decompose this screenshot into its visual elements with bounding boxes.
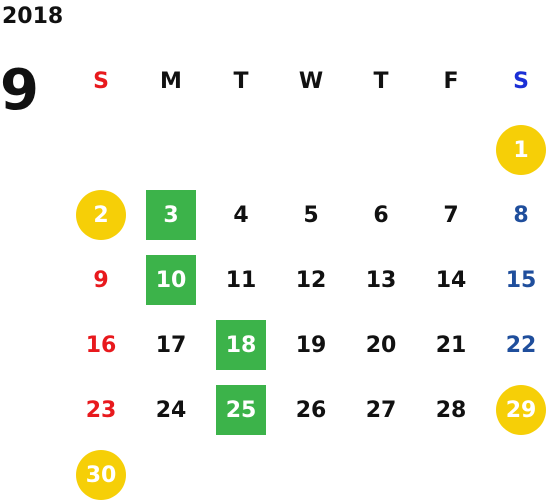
day-cell[interactable]: 28 — [435, 397, 467, 423]
day-cell[interactable]: 15 — [505, 267, 537, 293]
day-cell-event[interactable]: 10 — [146, 255, 196, 305]
day-cell[interactable]: 23 — [85, 397, 117, 423]
day-cell[interactable]: 7 — [443, 202, 459, 228]
day-cell[interactable]: 8 — [513, 202, 529, 228]
day-cell[interactable]: 20 — [365, 332, 397, 358]
weekday-saturday: S — [513, 68, 529, 94]
weekday-sunday: S — [93, 68, 109, 94]
month-label: 9 — [0, 58, 39, 123]
day-cell[interactable]: 6 — [373, 202, 389, 228]
day-cell[interactable]: 17 — [155, 332, 187, 358]
year-label: 2018 — [2, 4, 64, 29]
day-cell-event[interactable]: 3 — [146, 190, 196, 240]
weekday-wednesday: W — [298, 68, 324, 94]
day-cell-event[interactable]: 25 — [216, 385, 266, 435]
day-cell[interactable]: 16 — [85, 332, 117, 358]
day-cell[interactable]: 4 — [233, 202, 249, 228]
weekday-monday: M — [160, 68, 182, 94]
day-cell[interactable]: 5 — [303, 202, 319, 228]
day-cell-holiday[interactable]: 2 — [76, 190, 126, 240]
weekday-friday: F — [443, 68, 459, 94]
day-cell[interactable]: 27 — [365, 397, 397, 423]
day-cell[interactable]: 12 — [295, 267, 327, 293]
day-cell[interactable]: 14 — [435, 267, 467, 293]
day-cell-holiday[interactable]: 29 — [496, 385, 546, 435]
day-cell[interactable]: 26 — [295, 397, 327, 423]
day-cell[interactable]: 11 — [225, 267, 257, 293]
day-cell-holiday[interactable]: 30 — [76, 450, 126, 500]
weekday-thursday: T — [373, 68, 389, 94]
day-cell[interactable]: 19 — [295, 332, 327, 358]
weekday-tuesday: T — [233, 68, 249, 94]
day-cell[interactable]: 9 — [93, 267, 109, 293]
day-cell-holiday[interactable]: 1 — [496, 125, 546, 175]
day-cell[interactable]: 13 — [365, 267, 397, 293]
day-cell[interactable]: 24 — [155, 397, 187, 423]
day-cell[interactable]: 22 — [505, 332, 537, 358]
day-cell-event[interactable]: 18 — [216, 320, 266, 370]
day-cell[interactable]: 21 — [435, 332, 467, 358]
